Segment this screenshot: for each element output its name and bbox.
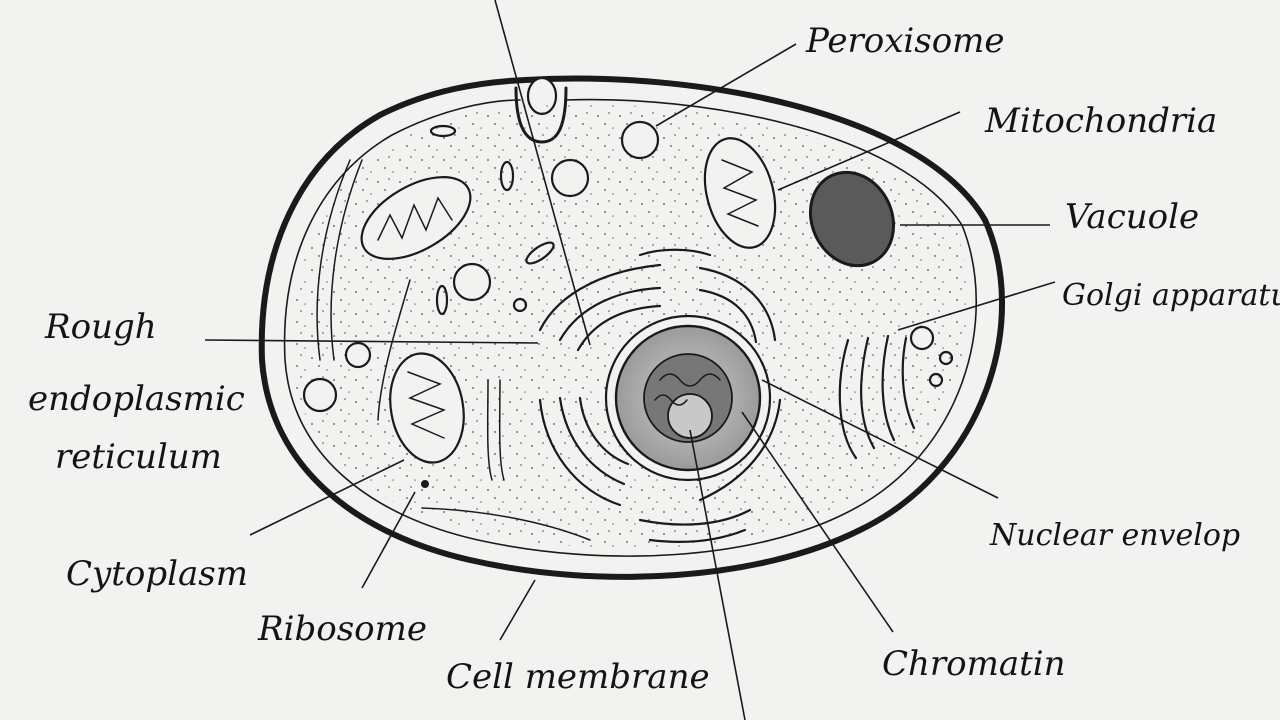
mitochondrion-left-top — [360, 176, 472, 260]
chromatin-label: Chromatin — [882, 644, 1066, 684]
golgi-apparatus-label: Golgi apparatu — [1062, 278, 1280, 313]
nucleus — [604, 314, 772, 482]
ribosome-dot — [421, 480, 429, 488]
cell-membrane-label: Cell membrane — [446, 657, 710, 697]
cytoskeleton-lines — [316, 159, 591, 541]
rough-er-label-line2: endoplasmic — [28, 379, 245, 419]
mitochondrion-right — [703, 137, 777, 249]
vacuole-label: Vacuole — [1065, 197, 1199, 237]
peroxisome-label: Peroxisome — [805, 21, 1005, 61]
vesicles — [302, 120, 954, 413]
ribosome-label: Ribosome — [257, 609, 427, 649]
mitochondrion-left-bottom — [389, 352, 465, 464]
rough-er-label-line3: reticulum — [55, 437, 222, 477]
rough-er-label-line1: Rough — [44, 307, 157, 347]
golgi-stack — [838, 334, 916, 460]
nuclear-envelope-label: Nuclear envelop — [989, 518, 1240, 553]
vacuole-body — [808, 170, 896, 268]
mitochondria-label: Mitochondria — [984, 101, 1217, 141]
leader-lines — [204, 0, 1056, 720]
cytoplasm-label: Cytoplasm — [66, 554, 248, 594]
cytoplasm-region — [291, 104, 969, 549]
